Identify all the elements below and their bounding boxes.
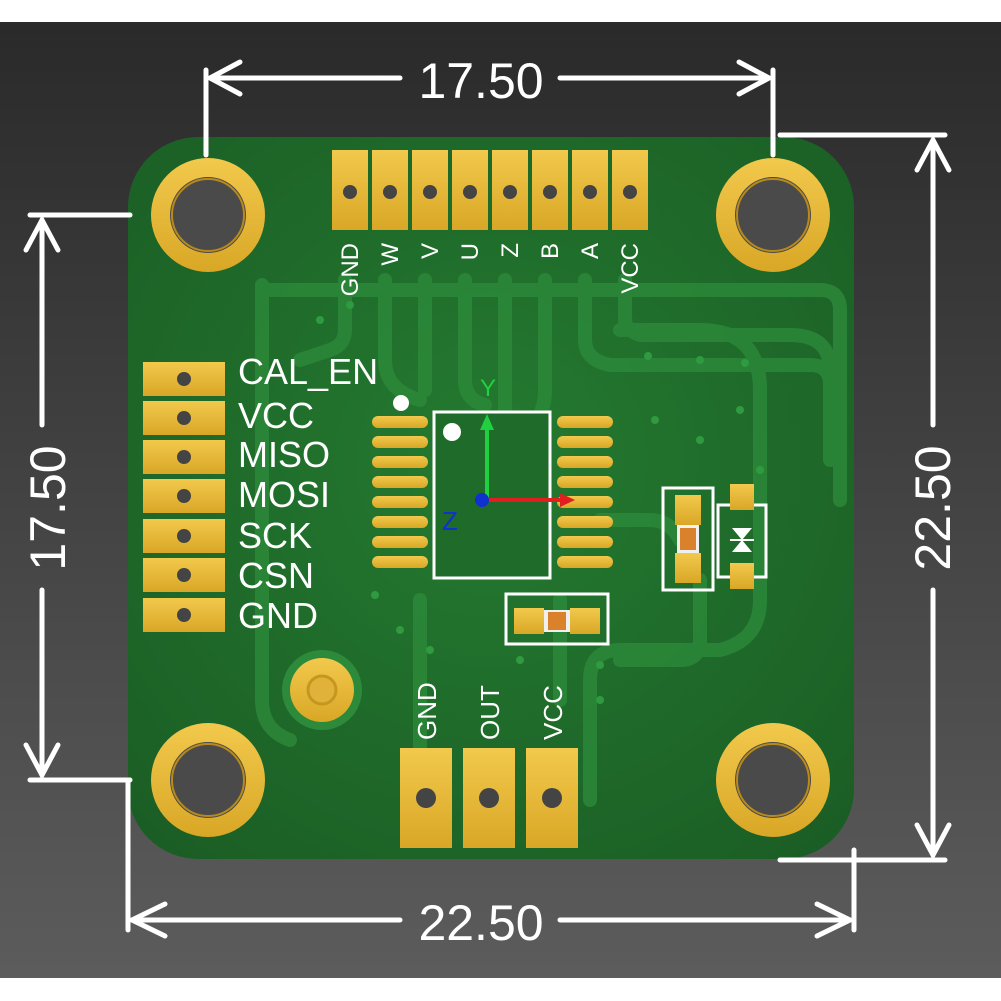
- left-pin-label: MOSI: [238, 474, 330, 515]
- bottom-header-labels: GND OUT VCC: [412, 682, 568, 740]
- dimension-top: 17.50: [418, 53, 543, 109]
- resistor: [504, 592, 610, 646]
- left-header-labels: CAL_EN VCC MISO MOSI SCK CSN GND: [238, 351, 378, 636]
- dimension-labels: 17.50 22.50 17.50 22.50: [20, 53, 961, 951]
- mounting-hole-top-right: [716, 158, 830, 272]
- mounting-holes: [151, 158, 830, 837]
- mounting-hole-bottom-right: [716, 723, 830, 837]
- top-pin-label: W: [377, 243, 404, 266]
- top-pin-label: VCC: [617, 243, 644, 294]
- axis-indicator: Y Z: [442, 375, 575, 536]
- capacitor: [661, 486, 715, 592]
- top-pin-label: V: [417, 243, 444, 259]
- top-pin-label: B: [537, 243, 564, 259]
- left-pin-label: CAL_EN: [238, 351, 378, 392]
- diode: [716, 484, 768, 589]
- dimension-bottom: 22.50: [418, 895, 543, 951]
- top-pin-label: Z: [497, 243, 524, 258]
- bottom-header: [400, 748, 578, 848]
- left-pin-label: CSN: [238, 555, 314, 596]
- left-pin-label: SCK: [238, 515, 312, 556]
- top-header: [332, 150, 648, 230]
- left-header: [143, 362, 225, 632]
- top-pin-label: GND: [337, 243, 364, 296]
- vias: [316, 301, 764, 704]
- bottom-pin-label: OUT: [475, 685, 505, 740]
- ic-chip: [372, 395, 613, 580]
- dimension-left: 17.50: [20, 445, 76, 570]
- top-pin-label: A: [577, 243, 604, 259]
- axis-z-label: Z: [442, 506, 458, 536]
- left-pin-label: MISO: [238, 434, 330, 475]
- dimension-lines: [23, 59, 952, 939]
- test-pad: [282, 650, 362, 730]
- bottom-pin-label: GND: [412, 682, 442, 740]
- top-pin-label: U: [457, 243, 484, 260]
- bottom-pin-label: VCC: [538, 685, 568, 740]
- axis-y-label: Y: [480, 375, 496, 402]
- left-pin-label: VCC: [238, 395, 314, 436]
- mounting-hole-top-left: [151, 158, 265, 272]
- left-pin-label: GND: [238, 595, 318, 636]
- mounting-hole-bottom-left: [151, 723, 265, 837]
- dimension-right: 22.50: [905, 445, 961, 570]
- top-header-labels: GND W V U Z B A VCC: [337, 243, 644, 297]
